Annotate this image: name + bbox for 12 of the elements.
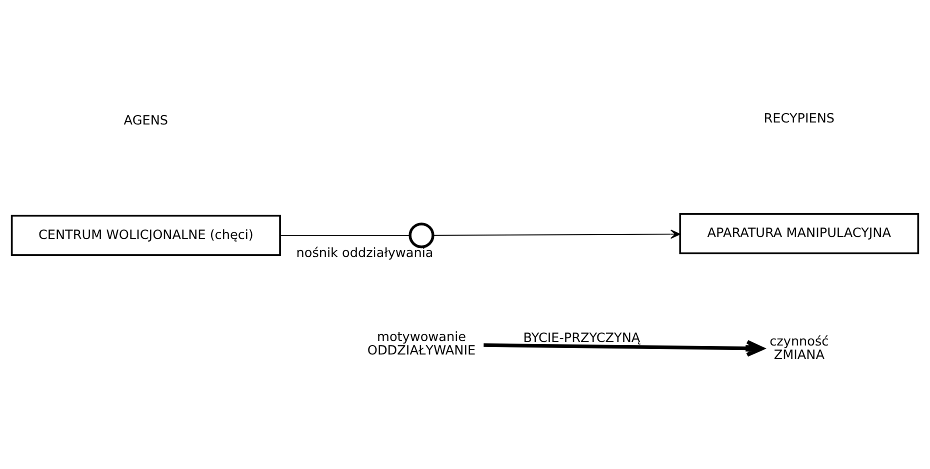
label: RECYPIENS	[764, 112, 835, 127]
arrow	[484, 340, 764, 357]
node-box: APARATURA MANIPULACYJNA	[679, 212, 920, 254]
node-label: nośnik oddziaływania	[296, 246, 434, 262]
node-text: motywowanie ODDZIAŁYWANIE	[367, 330, 476, 359]
connector	[280, 234, 410, 236]
label: AGENS	[124, 113, 168, 128]
node-circle	[408, 222, 434, 248]
node-text: czynność ZMIANA	[770, 334, 829, 364]
node-box: CENTRUM WOLICJONALNE (chęci)	[10, 214, 281, 256]
edge-label: BYCIE-PRZYCZYNĄ	[523, 330, 640, 346]
arrow	[432, 230, 680, 239]
